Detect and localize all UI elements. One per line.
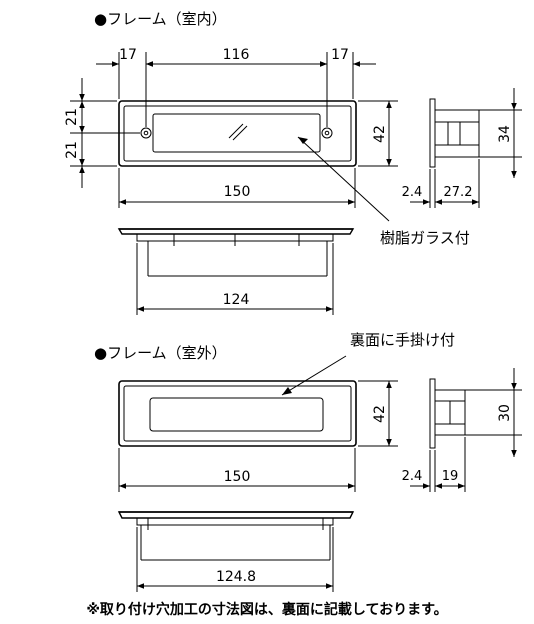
screw-right-icon [321, 127, 333, 139]
dim-left-upper: 21 [64, 108, 80, 126]
dim-indoor-side-height: 34 [497, 125, 513, 143]
dim-left-lower: 21 [64, 141, 80, 159]
dim-outdoor-height: 42 [372, 405, 388, 423]
dim-outdoor-side-depth: 19 [442, 469, 459, 484]
outdoor-heading: ●フレーム（室外） [94, 344, 227, 362]
dim-indoor-side-depth: 27.2 [444, 185, 473, 200]
screw-left-icon [140, 127, 152, 139]
dim-indoor-width: 150 [224, 184, 251, 200]
dim-indoor-side-thin: 2.4 [402, 185, 423, 200]
outdoor-side-view [429, 378, 466, 449]
indoor-side-view [429, 98, 480, 168]
dim-indoor-inner-width: 124 [223, 292, 250, 308]
dim-top-right: 17 [331, 47, 349, 63]
dim-outdoor-side-height: 30 [497, 404, 513, 422]
indoor-callout: 樹脂ガラス付 [380, 229, 470, 247]
indoor-front-view [118, 100, 357, 167]
dim-top-left: 17 [119, 47, 137, 63]
dim-indoor-height: 42 [372, 125, 388, 143]
dim-outdoor-width: 150 [224, 469, 251, 485]
outdoor-front-view [118, 380, 357, 447]
dim-outdoor-inner-width: 124.8 [216, 569, 256, 585]
indoor-heading: ●フレーム（室内） [94, 10, 227, 28]
dim-top-center: 116 [223, 47, 250, 63]
footnote: ※取り付け穴加工の寸法図は、裏面に記載しております。 [86, 601, 447, 618]
outdoor-bottom-view [117, 511, 355, 561]
outdoor-callout: 裏面に手掛け付 [350, 331, 455, 349]
indoor-bottom-view [117, 228, 355, 277]
dim-outdoor-side-thin: 2.4 [402, 469, 423, 484]
